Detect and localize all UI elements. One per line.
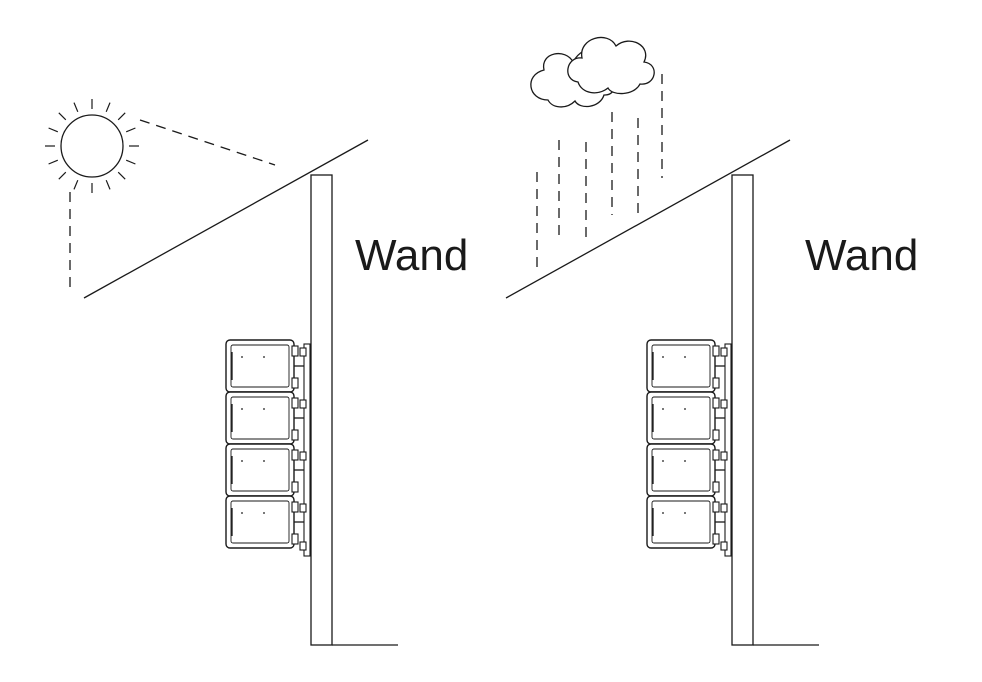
battery-module bbox=[646, 391, 726, 445]
sun-ray bbox=[73, 102, 79, 113]
sun-ray bbox=[48, 159, 59, 165]
roof-line bbox=[505, 139, 791, 299]
sun-ray bbox=[125, 159, 136, 165]
battery-stack bbox=[646, 339, 732, 557]
sun-ray bbox=[73, 179, 79, 190]
battery-module bbox=[225, 443, 305, 497]
panel-rain: Wand bbox=[505, 36, 918, 646]
sun-ray bbox=[117, 171, 126, 180]
battery-module bbox=[646, 495, 726, 549]
sun-ray bbox=[58, 112, 67, 121]
battery-module bbox=[646, 339, 726, 393]
panel-sun: Wand bbox=[45, 99, 468, 646]
sun-ray bbox=[125, 127, 136, 133]
battery-module bbox=[225, 339, 305, 393]
sun-ray bbox=[58, 171, 67, 180]
wall-label: Wand bbox=[355, 231, 468, 280]
battery-stack bbox=[225, 339, 311, 557]
battery-module bbox=[646, 443, 726, 497]
sun-ray bbox=[105, 102, 111, 113]
sun-ray-dashed-diagonal bbox=[139, 119, 276, 166]
wall-label: Wand bbox=[805, 231, 918, 280]
wall bbox=[310, 174, 398, 646]
battery-module bbox=[225, 495, 305, 549]
sun-icon bbox=[45, 99, 139, 193]
sun-ray bbox=[48, 127, 59, 133]
roof-line bbox=[83, 139, 369, 299]
rain-cloud-icon bbox=[530, 36, 655, 108]
sun-ray bbox=[105, 179, 111, 190]
battery-module bbox=[225, 391, 305, 445]
wall bbox=[731, 174, 819, 646]
sun-ray bbox=[117, 112, 126, 121]
rain-drops bbox=[536, 74, 663, 270]
